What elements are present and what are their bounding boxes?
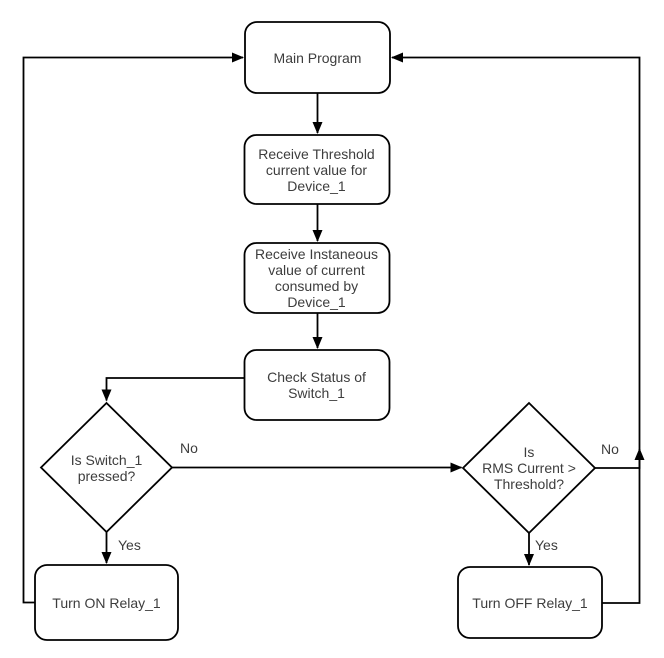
edge-label-switch-no: No bbox=[180, 440, 198, 456]
edge-check-status-to-switch-decision bbox=[101, 377, 245, 402]
decision-switch-pressed-shape bbox=[39, 401, 174, 534]
edge-rms-no-to-loop bbox=[595, 448, 645, 469]
decision-rms-current-shape bbox=[461, 401, 597, 535]
node-main-program-shape bbox=[244, 21, 391, 94]
edge-turn-off-to-main-loop bbox=[391, 52, 641, 604]
node-receive-threshold-shape bbox=[243, 134, 391, 205]
node-receive-instantaneous-shape bbox=[243, 242, 391, 314]
node-turn-on-relay-shape bbox=[34, 564, 179, 641]
edge-turn-on-to-main-loop bbox=[22, 52, 244, 604]
node-turn-off-relay-shape bbox=[457, 566, 603, 639]
edge-label-rms-yes: Yes bbox=[535, 537, 558, 553]
edge-label-rms-no: No bbox=[601, 441, 619, 457]
edge-label-switch-yes: Yes bbox=[118, 537, 141, 553]
node-check-status-shape bbox=[243, 349, 391, 421]
